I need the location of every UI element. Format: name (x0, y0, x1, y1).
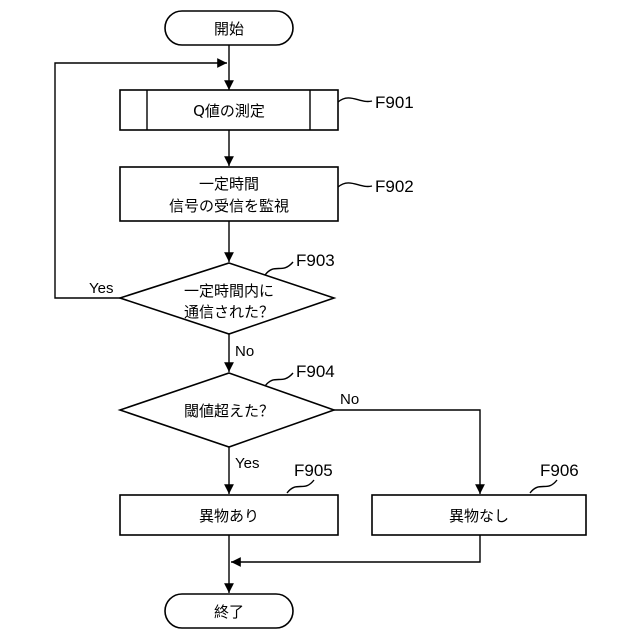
f902-ref: F902 (375, 177, 414, 196)
f904-ref: F904 (296, 362, 335, 381)
f904-leader (265, 373, 293, 386)
q-measure-process: Q値の測定 (120, 90, 338, 130)
branch-comm-yes: Yes (89, 280, 113, 297)
monitor-process: 一定時間 信号の受信を監視 (120, 167, 338, 221)
f903-leader (265, 262, 293, 275)
decision-threshold: 閾値超えた？ (120, 373, 334, 447)
branch-threshold-yes: Yes (235, 455, 259, 472)
f903-ref: F903 (296, 251, 335, 270)
f906-ref: F906 (540, 461, 579, 480)
branch-threshold-no: No (340, 391, 359, 408)
monitor-label-line1: 一定時間 (199, 175, 259, 193)
decision-communicated: 一定時間内に 通信された？ (120, 263, 334, 334)
decision-threshold-label: 閾値超えた？ (184, 402, 274, 420)
f906-leader (530, 480, 557, 493)
connector-no-to-merge (231, 535, 480, 562)
f901-ref: F901 (375, 93, 414, 112)
decision-comm-line1: 一定時間内に (184, 282, 274, 300)
f905-leader (287, 480, 314, 493)
connector-threshold-to-no (334, 410, 480, 494)
foreign-object-present-box: 異物あり (120, 495, 338, 535)
monitor-label-line2: 信号の受信を監視 (169, 197, 289, 215)
f902-leader (338, 183, 372, 187)
end-terminal: 終了 (165, 594, 293, 628)
foreign-present-label: 異物あり (199, 507, 259, 525)
foreign-absent-label: 異物なし (449, 507, 509, 525)
foreign-object-absent-box: 異物なし (372, 495, 586, 535)
q-measure-label: Q値の測定 (193, 102, 265, 120)
f905-ref: F905 (294, 461, 333, 480)
start-terminal: 開始 (165, 11, 293, 45)
f901-leader (338, 98, 372, 102)
end-label: 終了 (214, 603, 244, 621)
decision-comm-line2: 通信された？ (184, 303, 274, 321)
start-label: 開始 (214, 20, 244, 38)
branch-comm-no: No (235, 343, 254, 360)
